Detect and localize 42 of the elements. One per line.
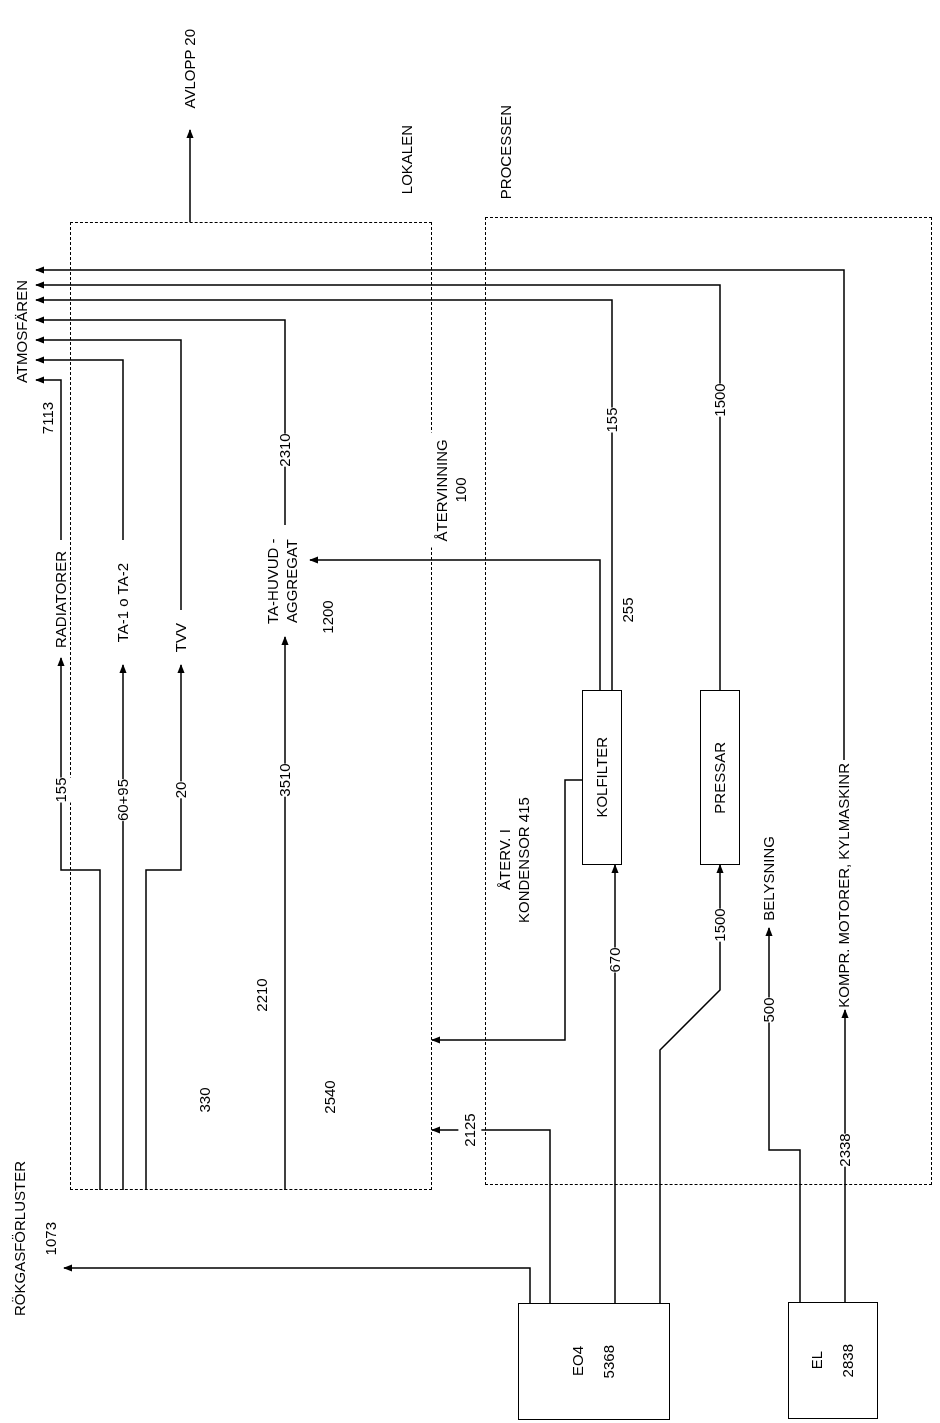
node-label: TA-1 o TA-2 xyxy=(112,540,134,665)
flow-arrow xyxy=(659,864,724,1304)
flow-arrow xyxy=(57,657,101,1191)
flow-arrow xyxy=(765,927,801,1303)
node-label: AVLOPP 20 xyxy=(176,8,204,130)
node-label: BELYSNING xyxy=(757,828,781,928)
flow-value: 2540 xyxy=(319,1080,339,1114)
flow-arrow xyxy=(35,376,62,541)
region-label: PROCESSEN xyxy=(496,105,515,200)
flow-value: 7113 xyxy=(37,401,57,435)
node-label: ATMOSFÄREN xyxy=(8,262,36,402)
flow-value: 1200 xyxy=(317,600,337,634)
flow-arrow xyxy=(35,266,845,761)
flow-arrow xyxy=(431,1126,551,1304)
flow-arrow xyxy=(119,664,127,1191)
flow-arrow xyxy=(35,356,124,541)
flow-arrow xyxy=(35,281,721,691)
flow-value: 330 xyxy=(194,1087,214,1113)
flow-arrow xyxy=(281,636,289,1191)
flow-arrow xyxy=(431,779,583,1044)
flow-value: 2210 xyxy=(251,978,271,1012)
flow-arrow xyxy=(35,316,286,526)
flow-arrow xyxy=(35,336,182,611)
node-label: TVV xyxy=(170,610,192,665)
node-label: KOMPR. MOTORER, KYLMASKINR xyxy=(832,760,856,1010)
edge-label: 2125 xyxy=(458,1113,482,1147)
node-label: TA-HUVUD - AGGREGAT xyxy=(255,525,310,637)
flow-arrow xyxy=(63,1264,531,1304)
process-box: KOLFILTER xyxy=(582,690,622,865)
flow-arrow xyxy=(35,296,613,691)
flow-arrow xyxy=(309,556,601,691)
flow-arrow xyxy=(145,664,185,1191)
region-label: LOKALEN xyxy=(397,125,416,195)
flow-arrow xyxy=(611,864,619,1304)
flow-arrow xyxy=(186,129,194,223)
flow-value: 255 xyxy=(617,597,637,623)
process-box: EO4 5368 xyxy=(518,1303,670,1420)
process-box: PRESSAR xyxy=(700,690,740,865)
flow-arrow xyxy=(841,1009,849,1303)
process-box: EL 2838 xyxy=(788,1302,878,1419)
node-label: RÖKGASFÖRLUSTER 1073 xyxy=(8,1150,64,1328)
node-label: RADIATORER xyxy=(50,540,72,658)
